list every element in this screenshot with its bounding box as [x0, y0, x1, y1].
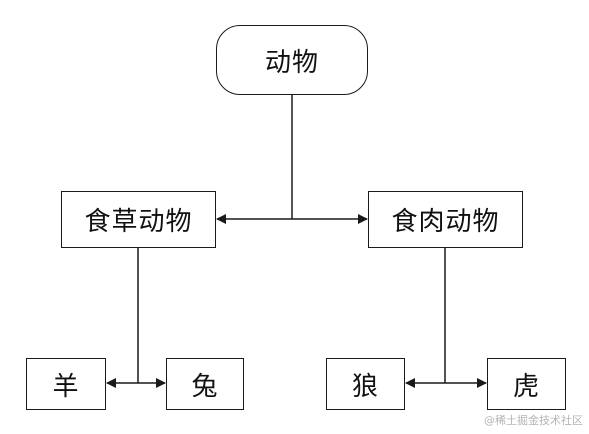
node-carnivore: 食肉动物 [368, 191, 523, 248]
node-herbivore-label: 食草动物 [84, 207, 193, 237]
node-sheep: 羊 [26, 358, 106, 410]
node-carnivore-label: 食肉动物 [391, 207, 500, 237]
node-tiger-label: 虎 [512, 371, 540, 402]
node-tiger: 虎 [487, 358, 566, 410]
node-sheep-label: 羊 [52, 371, 80, 402]
node-animal: 动物 [216, 25, 368, 95]
node-wolf-label: 狼 [351, 371, 379, 402]
node-animal-label: 动物 [264, 47, 319, 78]
node-rabbit: 兔 [166, 358, 244, 410]
node-herbivore: 食草动物 [61, 191, 216, 248]
node-rabbit-label: 兔 [191, 371, 219, 402]
node-wolf: 狼 [326, 358, 405, 410]
watermark: @稀土掘金技术社区 [484, 414, 583, 427]
